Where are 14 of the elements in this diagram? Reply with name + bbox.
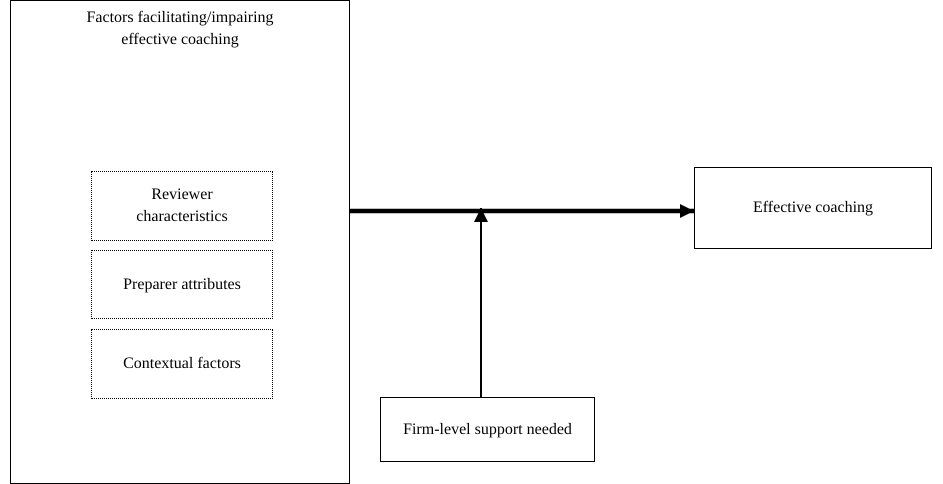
process-box	[694, 167, 932, 249]
arrow	[350, 204, 694, 218]
box-label: Effective coaching	[752, 198, 874, 218]
arrow	[474, 208, 488, 397]
box-label: Contextual factors	[123, 354, 241, 374]
factor-box	[91, 250, 273, 319]
box-label: Firm-level support needed	[403, 420, 572, 440]
group-heading: Factors facilitating/impairing effective coaching	[85, 8, 275, 50]
factor-box	[91, 329, 273, 399]
box-label: Reviewer characteristics	[135, 185, 229, 227]
box-label: Preparer attributes	[123, 274, 241, 295]
process-box	[380, 397, 595, 462]
group-box	[10, 0, 350, 484]
factor-box	[91, 171, 273, 241]
